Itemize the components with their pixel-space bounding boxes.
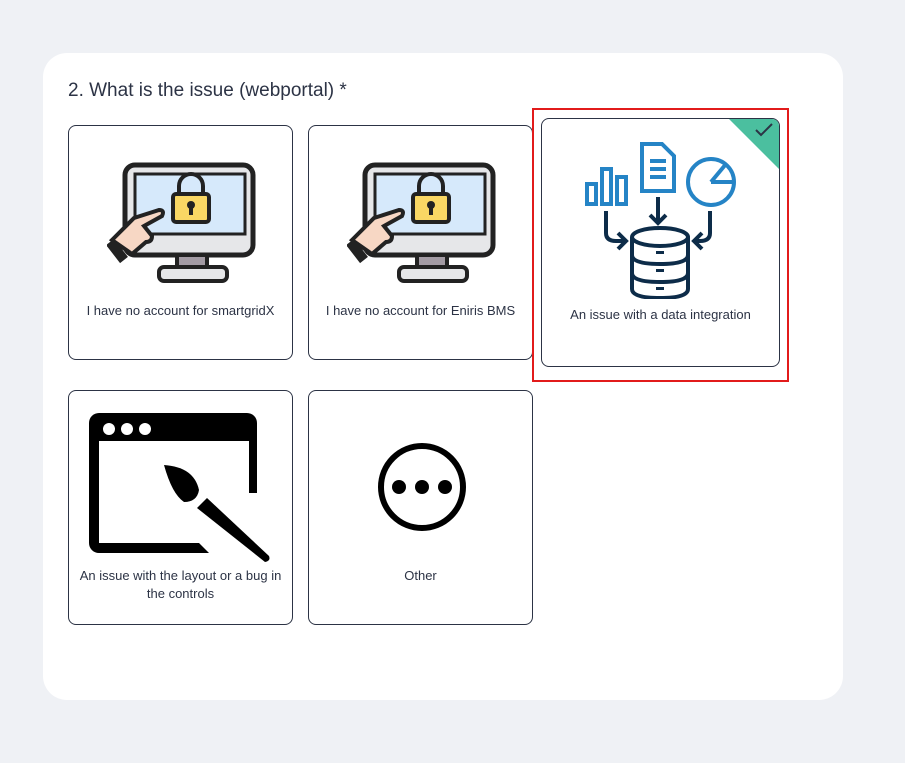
form-card: 2. What is the issue (webportal) * I hav… xyxy=(43,53,843,700)
window-paintbrush-icon xyxy=(89,413,270,562)
option-label: An issue with the layout or a bug in the… xyxy=(79,568,282,601)
option-data-integration[interactable]: An issue with a data integration xyxy=(541,118,780,367)
selected-corner xyxy=(729,119,779,169)
locked-computer-icon xyxy=(107,162,256,283)
more-dots-icon xyxy=(378,443,466,531)
checkmark-icon xyxy=(755,123,773,137)
option-label: Other xyxy=(404,568,437,583)
selection-highlight xyxy=(532,108,789,382)
option-no-account-smartgridx[interactable]: I have no account for smartgridX xyxy=(68,125,293,360)
locked-computer-icon xyxy=(347,162,496,283)
data-integration-icon xyxy=(585,142,736,299)
option-other[interactable]: Other xyxy=(308,390,533,625)
question-title: 2. What is the issue (webportal) * xyxy=(68,80,347,101)
option-label: I have no account for smartgridX xyxy=(86,303,275,318)
option-no-account-eniris-bms[interactable]: I have no account for Eniris BMS xyxy=(308,125,533,360)
option-label: I have no account for Eniris BMS xyxy=(325,303,516,318)
option-layout-bug[interactable]: An issue with the layout or a bug in the… xyxy=(68,390,293,625)
option-label: An issue with a data integration xyxy=(570,307,751,322)
